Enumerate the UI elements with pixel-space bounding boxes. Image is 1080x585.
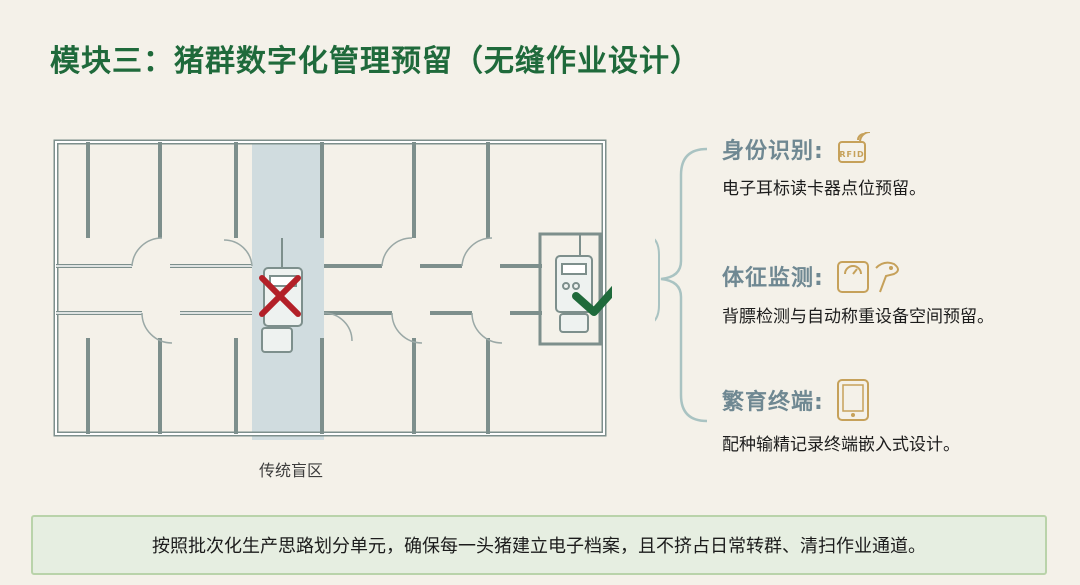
feature-desc: 背膘检测与自动称重设备空间预留。 [722,307,994,327]
pen-dividers [86,142,490,434]
brace-connector [655,147,708,423]
device-niche [538,232,602,346]
door-swings [131,237,503,344]
feature-identity: 身份识别: RFID 电子耳标读卡器点位预留。 [722,132,926,199]
cross-icon [259,275,301,317]
floor-plan-diagram [53,139,612,440]
check-icon [572,285,612,316]
footer-note: 按照批次化生产思路划分单元，确保每一头猪建立电子档案，且不挤占日常转群、清扫作业… [152,536,926,557]
tablet-icon [836,378,870,422]
probe-icon [875,261,899,293]
scale-icon [836,258,906,294]
rfid-icon: RFID [836,132,872,166]
device-in-niche [555,234,593,333]
page-title: 模块三：猪群数字化管理预留（无缝作业设计） [50,44,701,79]
blind-zone-caption: 传统盲区 [258,461,323,480]
rfid-badge-text: RFID [839,150,864,159]
footer-note-box: 按照批次化生产思路划分单元，确保每一头猪建立电子档案，且不挤占日常转群、清扫作业… [31,515,1047,575]
feature-title: 身份识别: [722,139,824,164]
outer-wall [53,139,607,437]
feature-title: 体征监测: [722,266,824,291]
feature-title: 繁育终端: [722,390,824,415]
feature-breeding: 繁育终端: 配种输精记录终端嵌入式设计。 [722,378,960,455]
feature-desc: 配种输精记录终端嵌入式设计。 [722,435,960,455]
feature-desc: 电子耳标读卡器点位预留。 [722,179,926,199]
feature-vitals: 体征监测: 背膘检测与自动称重设备空间预留。 [722,258,994,327]
